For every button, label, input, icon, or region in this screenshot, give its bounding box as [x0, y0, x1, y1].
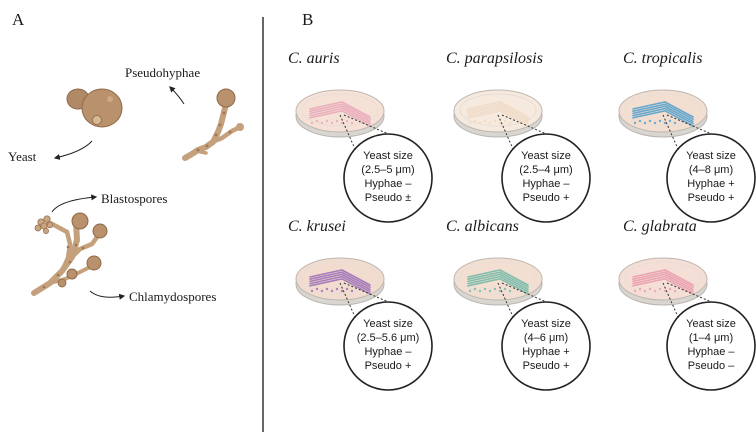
- callout-line: [666, 114, 743, 148]
- blastospore-cluster: [34, 215, 54, 234]
- info-line: Yeast size: [521, 150, 571, 162]
- petri-dish-icon: [618, 257, 708, 306]
- species-name: C. krusei: [288, 218, 346, 235]
- info-line: Hyphae –: [364, 178, 412, 190]
- info-circle: [501, 133, 591, 223]
- pseudohyphae-icon: [182, 88, 244, 161]
- info-line: Yeast size: [363, 150, 413, 162]
- info-circle: [666, 301, 756, 391]
- info-line: Yeast size: [686, 150, 736, 162]
- info-line: Hyphae +: [687, 178, 734, 190]
- yeast-arrow: [53, 140, 93, 160]
- info-line: Pseudo +: [523, 360, 570, 372]
- yeast-cells-icon: [66, 88, 123, 128]
- info-circle: [343, 301, 433, 391]
- culture-streak: [467, 269, 529, 295]
- blastospores-arrow: [51, 194, 98, 213]
- species-name: C. glabrata: [623, 218, 697, 235]
- info-line: Hyphae –: [522, 178, 570, 190]
- info-line: (4–8 μm): [689, 164, 733, 176]
- petri-dish-icon: [618, 89, 708, 138]
- culture-streak: [309, 101, 371, 127]
- petri-dish-icon: [453, 257, 543, 306]
- chlamydospores-label: Chlamydospores: [129, 289, 216, 304]
- info-line: (4–6 μm): [524, 332, 568, 344]
- info-line: Yeast size: [521, 318, 571, 330]
- hyphae-with-spores-icon: [31, 212, 108, 296]
- petri-dish-icon: [295, 257, 385, 306]
- info-line: Pseudo –: [688, 360, 735, 372]
- info-line: (2.5–5 μm): [361, 164, 414, 176]
- info-circle: [343, 133, 433, 223]
- info-line: (2.5–4 μm): [519, 164, 572, 176]
- petri-dish-icon: [295, 89, 385, 138]
- info-circle: [501, 301, 591, 391]
- info-line: Pseudo +: [688, 192, 735, 204]
- species-name: C. albicans: [446, 218, 519, 235]
- info-line: Hyphae +: [522, 346, 569, 358]
- species-name: C. auris: [288, 50, 340, 67]
- callout-line: [343, 114, 420, 148]
- culture-streak: [309, 269, 371, 295]
- info-line: Pseudo +: [365, 360, 412, 372]
- chlamydospores-arrow: [89, 290, 126, 300]
- info-line: Yeast size: [686, 318, 736, 330]
- info-line: Pseudo ±: [365, 192, 411, 204]
- culture-streak: [632, 269, 694, 295]
- pseudohyphae-arrow: [169, 86, 185, 105]
- info-circle: [666, 133, 756, 223]
- blastospores-label: Blastospores: [101, 191, 167, 206]
- yeast-label: Yeast: [8, 149, 37, 164]
- species-name: C. parapsilosis: [446, 50, 543, 67]
- callout-line: [666, 282, 743, 316]
- panel-a: A Pseudohyphae Yeast: [8, 10, 244, 304]
- panel-a-letter: A: [12, 10, 25, 29]
- callout-line: [501, 114, 578, 148]
- info-line: Hyphae –: [364, 346, 412, 358]
- culture-streak: [467, 101, 529, 127]
- pseudohyphae-label: Pseudohyphae: [125, 65, 200, 80]
- info-line: (1–4 μm): [689, 332, 733, 344]
- info-line: Yeast size: [363, 318, 413, 330]
- callout-line: [501, 282, 578, 316]
- info-line: (2.5–5.6 μm): [357, 332, 420, 344]
- species-name: C. tropicalis: [623, 50, 702, 67]
- panel-b-letter: B: [302, 10, 313, 29]
- info-line: Pseudo +: [523, 192, 570, 204]
- info-line: Hyphae –: [687, 346, 735, 358]
- culture-streak: [632, 101, 694, 127]
- petri-dish-icon: [453, 89, 543, 138]
- callout-line: [343, 282, 420, 316]
